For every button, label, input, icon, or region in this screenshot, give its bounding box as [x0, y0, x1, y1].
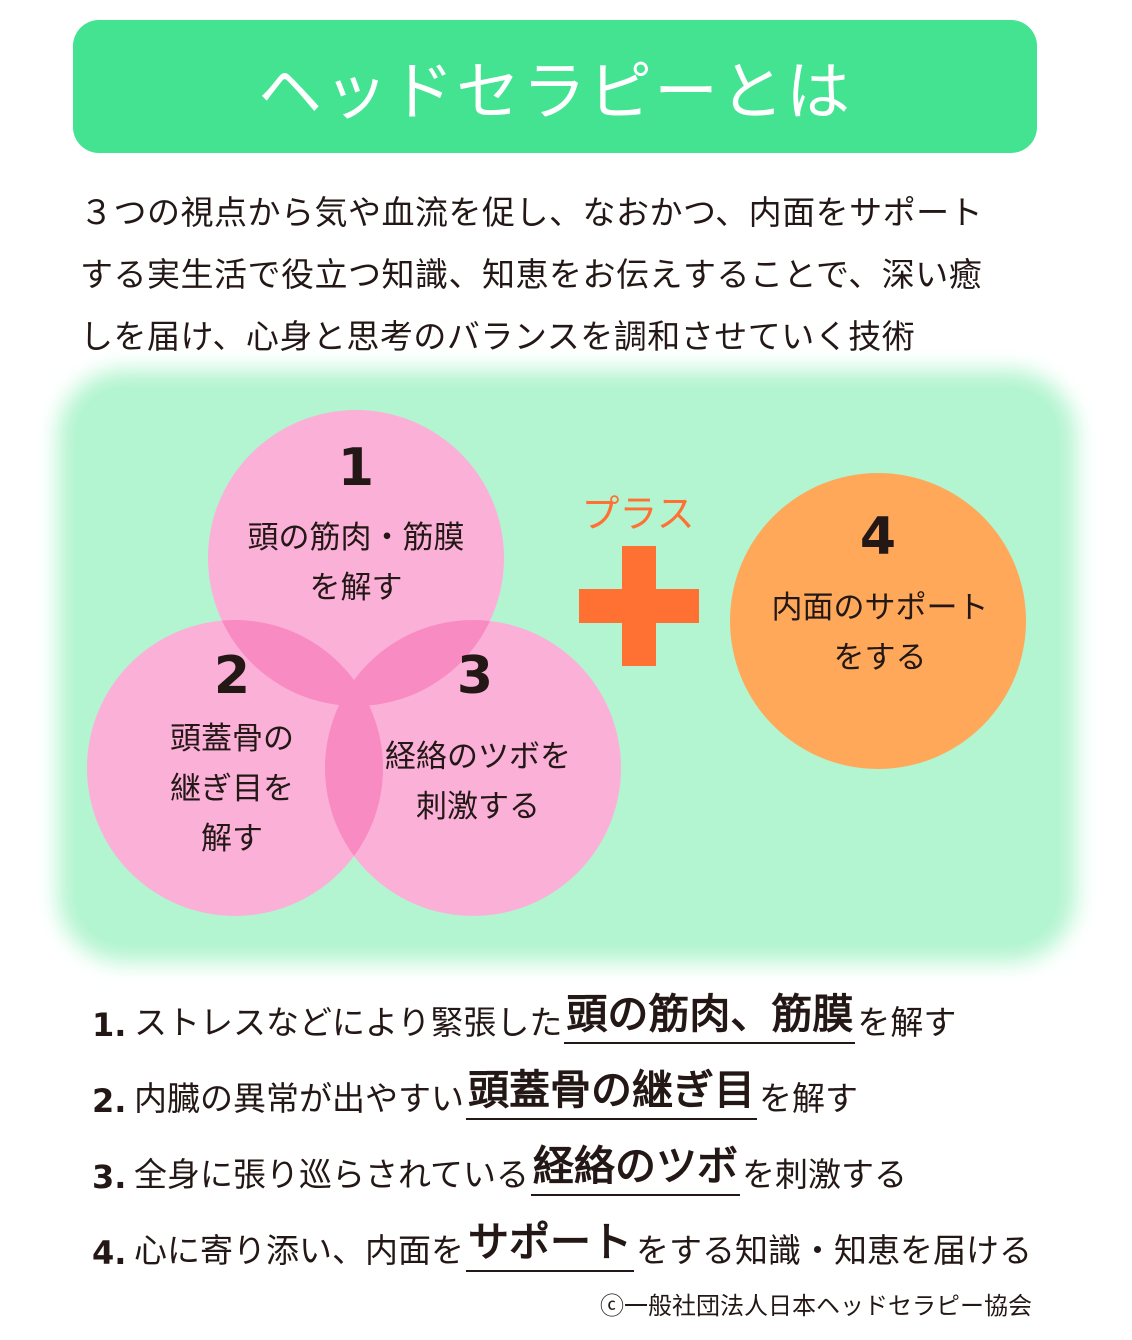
list-text-after: を解す	[759, 1079, 858, 1118]
circle-4-label-line1: 内面のサポート	[772, 590, 989, 626]
circle-2-label-line1: 頭蓋骨の	[170, 721, 294, 757]
overlap-1-2	[208, 620, 383, 706]
list-text-before: 内臓の異常が出やすい	[134, 1079, 464, 1118]
list-text-after: を解す	[857, 1003, 957, 1042]
circle-3-label-line2: 刺激する	[416, 789, 540, 825]
list-number: 2.	[92, 1082, 127, 1120]
title-banner: ヘッドセラピーとは	[73, 20, 1037, 153]
copyright-text: ⓒ一般社団法人日本ヘッドセラピー協会	[600, 1292, 1032, 1320]
intro-text: ３つの視点から気や血流を促し、なおかつ、内面をサポート する実生活で役立つ知識、…	[80, 182, 1060, 368]
list-number: 1.	[92, 1006, 127, 1044]
list-number: 4.	[92, 1234, 127, 1272]
list-item: 2. 内臓の異常が出やすい 頭蓋骨の継ぎ目 を解す	[92, 1044, 1082, 1120]
list-highlight: 経絡のツボ	[531, 1132, 741, 1196]
list-highlight: 頭蓋骨の継ぎ目	[466, 1056, 757, 1120]
circle-2-label-line2: 継ぎ目を	[170, 771, 294, 807]
technique-list: 1. ストレスなどにより緊張した 頭の筋肉、筋膜 を解す 2. 内臓の異常が出や…	[92, 968, 1082, 1272]
circle-4	[730, 473, 1026, 769]
list-text-before: 心に寄り添い、内面を	[134, 1231, 464, 1270]
list-text-after: をする知識・知恵を届ける	[636, 1231, 1032, 1270]
list-highlight: サポート	[466, 1208, 634, 1272]
intro-line: ３つの視点から気や血流を促し、なおかつ、内面をサポート	[80, 193, 984, 232]
circle-3-number: 3	[457, 646, 493, 706]
circle-1-label-line2: を解す	[310, 570, 403, 606]
circle-1-label-line1: 頭の筋肉・筋膜	[248, 520, 465, 556]
list-text-after: を刺激する	[742, 1155, 908, 1194]
list-item: 1. ストレスなどにより緊張した 頭の筋肉、筋膜 を解す	[92, 968, 1082, 1044]
list-number: 3.	[92, 1158, 127, 1196]
circle-2-number: 2	[214, 646, 250, 706]
list-highlight: 頭の筋肉、筋膜	[564, 980, 856, 1044]
intro-line: する実生活で役立つ知識、知恵をお伝えすることで、深い癒	[80, 255, 983, 294]
circle-1-number: 1	[338, 438, 374, 498]
page-title: ヘッドセラピーとは	[258, 55, 852, 130]
overlap-1-3	[325, 620, 504, 706]
plus-label: プラス	[581, 492, 694, 536]
list-text-before: ストレスなどにより緊張した	[134, 1003, 563, 1042]
list-item: 4. 心に寄り添い、内面を サポート をする知識・知恵を届ける	[92, 1196, 1082, 1272]
list-text-before: 全身に張り巡らされている	[134, 1155, 530, 1194]
plus-icon-horizontal	[579, 589, 699, 623]
circle-4-number: 4	[860, 507, 896, 567]
circle-2-label-line3: 解す	[201, 821, 263, 857]
intro-line: しを届け、心身と思考のバランスを調和させていく技術	[80, 317, 916, 356]
circle-3-label-line1: 経絡のツボを	[385, 739, 571, 775]
list-item: 3. 全身に張り巡らされている 経絡のツボ を刺激する	[92, 1120, 1082, 1196]
circle-4-label-line2: をする	[834, 640, 927, 676]
